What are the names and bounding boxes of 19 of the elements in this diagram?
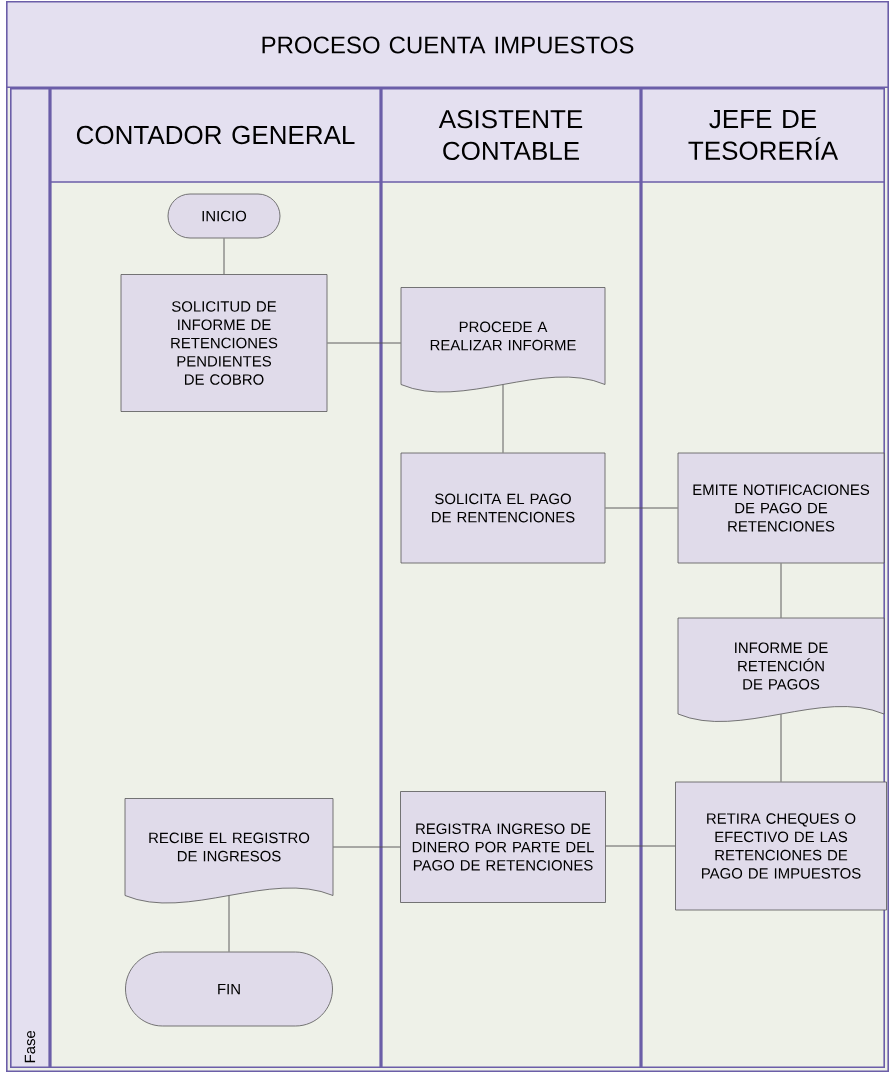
connector-line [228, 895, 230, 953]
process-box: SOLICITUD DE INFORME DE RETENCIONES PENDIENTES DE COBRO [120, 274, 328, 412]
connector-line [780, 713, 782, 783]
process-box: REGISTRA INGRESO DE DINERO POR PARTE DEL PAGO DE RETENCIONES [400, 791, 606, 903]
connector-line [326, 342, 402, 344]
process-box: RETIRA CHEQUES O EFECTIVO DE LAS RETENCIONES DE PAGO DE IMPUESTOS [675, 781, 887, 911]
phase-band: Fase [10, 88, 50, 1068]
connector-line [780, 562, 782, 619]
swimlane-pool: PROCESO CUENTA IMPUESTOS Fase CONTADOR GENERAL INICIO SOLICITUD DE INFORME DE RETENCIONES PENDIENTES DE COBRO RECIBE EL REGISTRO DE INGRESOS FIN ASISTENTE CONTABLE PROCEDE A REALIZAR INFORME SOLICITA EL PAGO DE RENTENCIONES REGISTRA INGRESO DE DINERO POR PARTE DEL PAGO DE RETENCIONES JEFE DE TESORERÍA EMITE NOTIFICACIONES DE PAGO DE RETENCIONES INFORME DE RETENCIÓN DE PAGOS RETIRA CHEQUES O EFECTIVO DE LAS RETENCIONES DE PAGO DE IMPUESTOS [6, 1, 889, 1072]
swimlane: CONTADOR GENERAL INICIO SOLICITUD DE INFORME DE RETENCIONES PENDIENTES DE COBRO RECIBE EL REGISTRO DE INGRESOS FIN [50, 88, 381, 1068]
connector-line [332, 846, 401, 848]
connector-line [223, 237, 225, 275]
swimlane: JEFE DE TESORERÍA EMITE NOTIFICACIONES DE PAGO DE RETENCIONES INFORME DE RETENCIÓN DE PAGOS RETIRA CHEQUES O EFECTIVO DE LAS RETENCIONES DE PAGO DE IMPUESTOS [641, 88, 887, 1068]
process-box: EMITE NOTIFICACIONES DE PAGO DE RETENCIONES [677, 452, 885, 564]
process-box: SOLICITA EL PAGO DE RENTENCIONES [400, 452, 606, 564]
swimlane: ASISTENTE CONTABLE PROCEDE A REALIZAR INFORME SOLICITA EL PAGO DE RENTENCIONES REGISTRA INGRESO DE DINERO POR PARTE DEL PAGO DE RETENCIONES [381, 88, 641, 1068]
connector-line [502, 384, 504, 454]
connector-line [605, 845, 676, 847]
connector-line [604, 507, 679, 509]
